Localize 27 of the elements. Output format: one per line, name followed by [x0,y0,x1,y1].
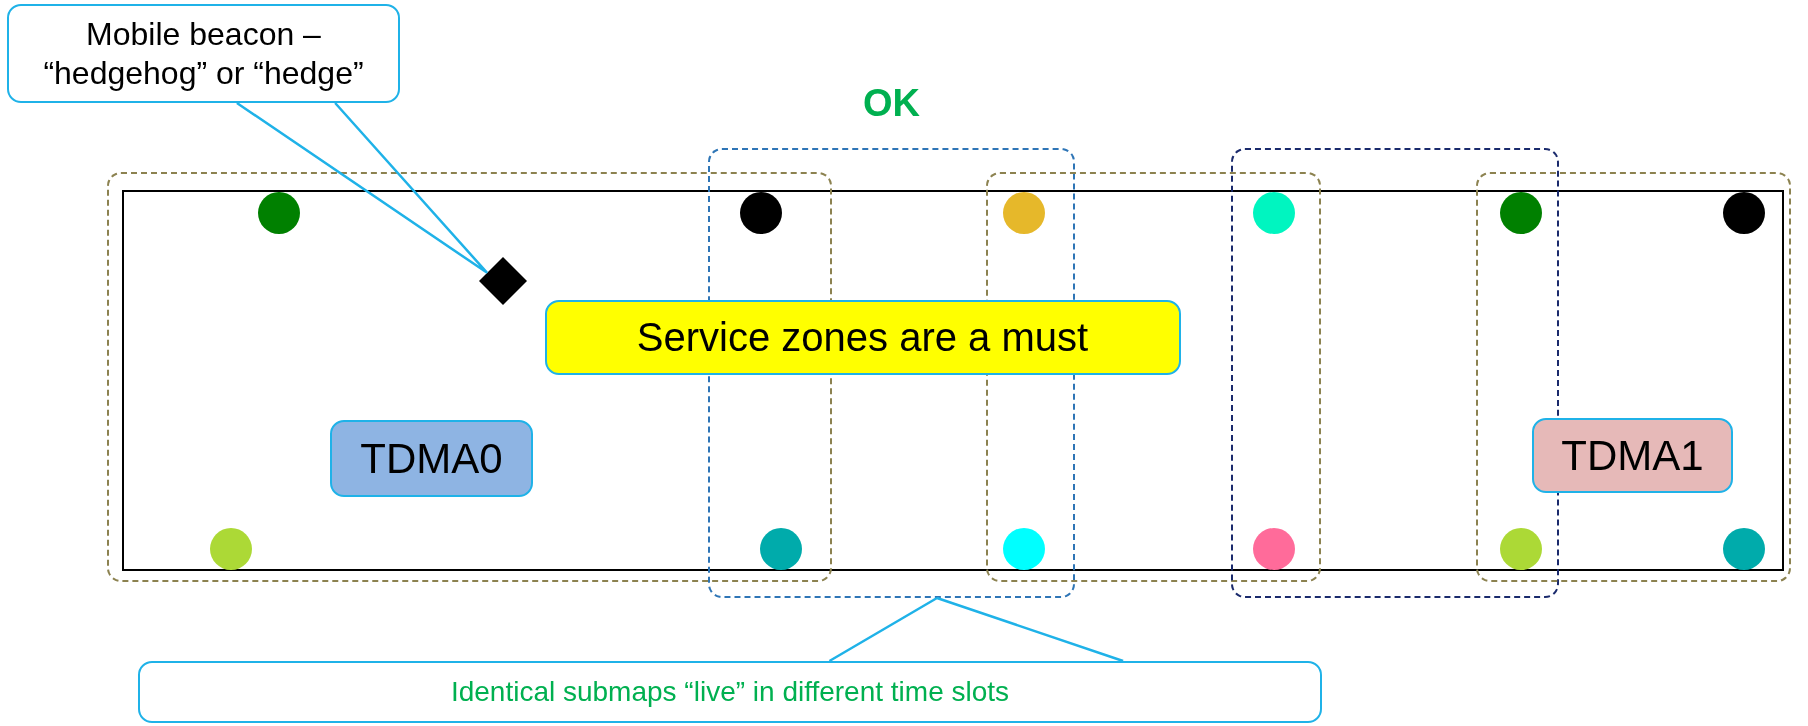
beacon-dot [210,528,252,570]
callout-pointer [828,596,1125,663]
tdma-label: TDMA0 [360,434,503,483]
tdma-label: TDMA1 [1561,431,1704,480]
callout-pointer [235,101,489,275]
beacon-dot [1003,192,1045,234]
beacon-dot [1723,192,1765,234]
beacon-dot [1500,528,1542,570]
beacon-dot [258,192,300,234]
area-outline [122,190,1784,571]
zone-heading: OK [862,82,921,125]
beacon-dot [1253,528,1295,570]
label-box [330,420,533,497]
beacon-diamond [479,257,527,305]
beacon-dot [1253,192,1295,234]
label-box [1532,418,1733,493]
beacon-dot [1723,528,1765,570]
callout-text: Identical submaps “live” in different time slots [450,676,1010,708]
beacon-dot [1500,192,1542,234]
callout-text: Mobile beacon – “hedgehog” or “hedge” [42,15,365,92]
note-box [544,299,1181,375]
beacon-dot [1003,528,1045,570]
callout-box [7,4,400,103]
callout-box [138,661,1322,723]
beacon-dot [760,528,802,570]
beacon-dot [740,192,782,234]
note-text: Service zones are a must [636,314,1089,360]
